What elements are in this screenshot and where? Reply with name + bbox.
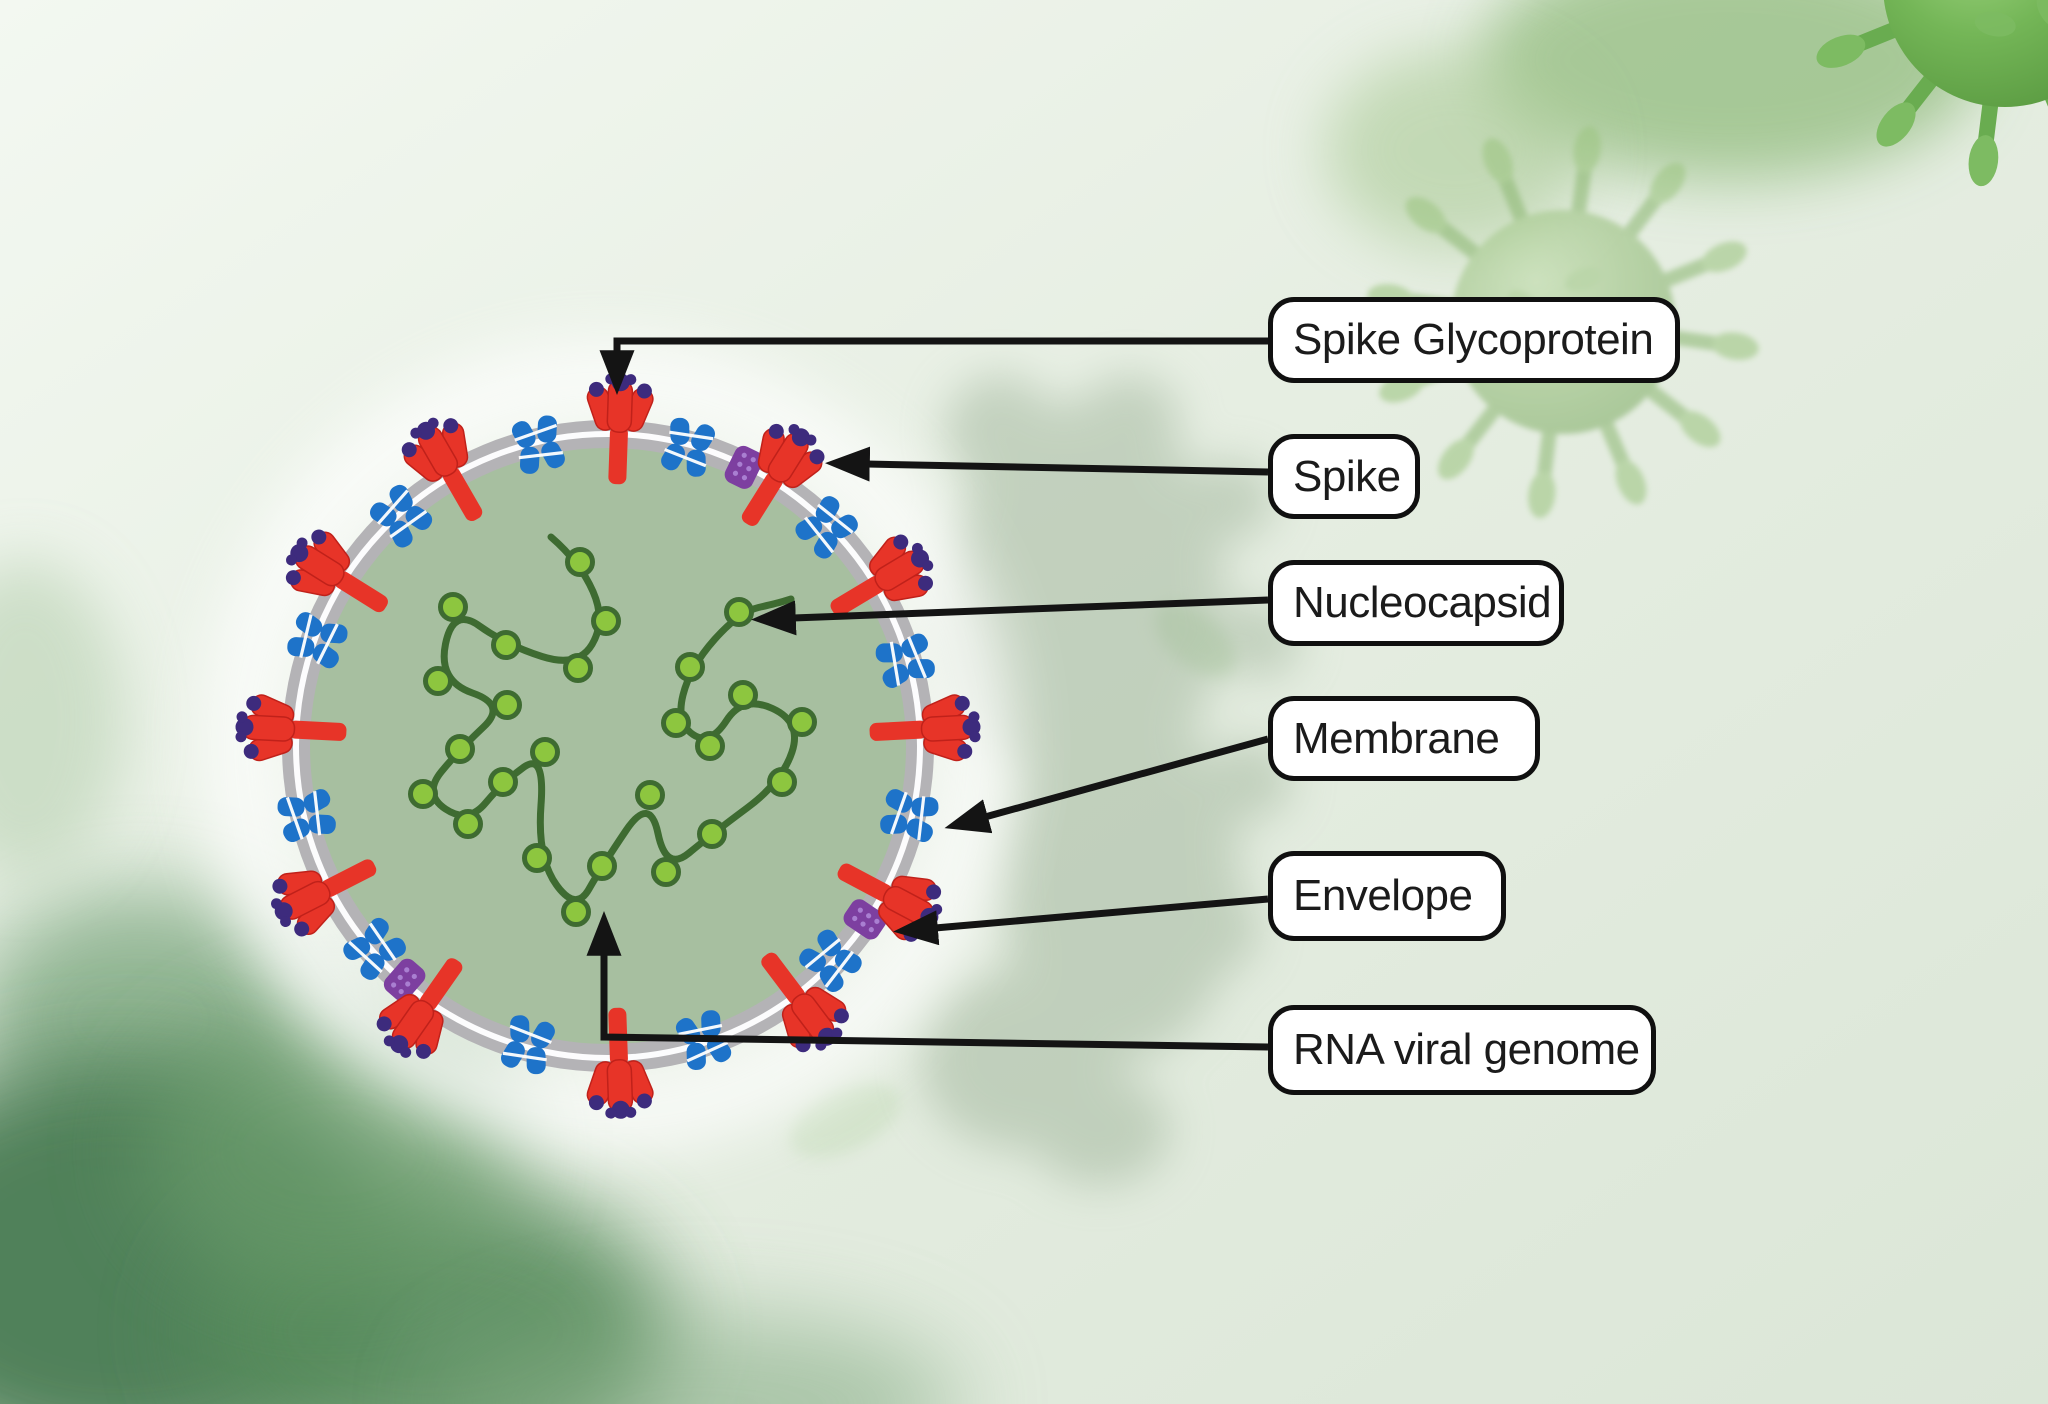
annotation-arrow-rna-viral-genome	[586, 911, 1269, 1051]
blurred-blob	[0, 560, 125, 880]
nucleocapsid-bead	[561, 897, 591, 927]
nucleocapsid-bead	[530, 737, 560, 767]
virus-spike-cap	[1615, 459, 1647, 505]
annotation-arrow-envelope	[893, 895, 1269, 946]
membrane-protein	[875, 633, 935, 688]
nucleocapsid-bead	[445, 734, 475, 764]
virus-spike-cap	[1564, 267, 1602, 292]
label-text: Spike	[1293, 451, 1401, 501]
nucleocapsid-bead	[438, 592, 468, 622]
nucleocapsid-bead	[522, 843, 552, 873]
nucleocapsid-bead	[565, 547, 595, 577]
virus-spike-cap	[1968, 135, 1999, 187]
spike-glycoprotein-shape	[586, 1007, 654, 1119]
spike-glycoprotein-shape	[830, 534, 934, 617]
background-virus	[1816, 0, 2048, 187]
nucleocapsid-bead	[695, 731, 725, 761]
ghost-virus-blob	[1080, 375, 1180, 465]
virus-spike-cap	[1649, 162, 1686, 204]
virus-spike-cap	[1528, 471, 1556, 519]
label-spike: Spike	[1268, 434, 1420, 519]
blurred-blob	[440, 1314, 960, 1404]
spike-glycoprotein-shape	[869, 694, 981, 762]
nucleocapsid-bead	[591, 606, 621, 636]
membrane-protein	[287, 612, 348, 669]
virus-spike-cap	[1405, 196, 1447, 233]
nucleocapsid-bead	[587, 851, 617, 881]
nucleocapsid-bead	[423, 666, 453, 696]
membrane-protein	[880, 789, 939, 843]
annotation-arrow-nucleocapsid	[751, 596, 1269, 636]
nucleocapsid-bead	[563, 653, 593, 683]
ghost-virus-silhouette	[920, 375, 1300, 1185]
label-text: RNA viral genome	[1293, 1025, 1640, 1074]
membrane-protein	[343, 917, 406, 980]
label-text: Envelope	[1293, 871, 1473, 920]
nucleocapsid-bead	[767, 767, 797, 797]
nucleocapsid-bead	[491, 630, 521, 660]
annotation-arrow-spike	[825, 446, 1269, 482]
ghost-virus-blob	[1030, 1075, 1170, 1185]
virus-spike-cap	[1482, 138, 1514, 184]
label-nucleocapsid: Nucleocapsid	[1268, 560, 1564, 646]
virus-spike-cap	[1816, 34, 1866, 68]
nucleocapsid-bead	[724, 597, 754, 627]
label-spike-glycoprotein: Spike Glycoprotein	[1268, 297, 1680, 383]
virus-spike-cap	[1573, 126, 1601, 174]
nucleocapsid-bead	[675, 652, 705, 682]
virus-spike-cap	[1711, 332, 1759, 360]
envelope-protein	[724, 445, 764, 489]
membrane-protein	[370, 484, 433, 548]
label-membrane: Membrane	[1268, 696, 1540, 781]
ghost-virus-blob	[945, 375, 1055, 485]
label-text: Nucleocapsid	[1293, 578, 1552, 627]
spike-glycoprotein-shape	[401, 417, 483, 522]
nucleocapsid-bead	[661, 708, 691, 738]
spike-glycoprotein-shape	[586, 373, 654, 485]
spike-glycoprotein-shape	[235, 694, 347, 762]
blurred-blob	[789, 1082, 901, 1158]
label-text: Membrane	[1293, 713, 1500, 763]
membrane-protein	[501, 1015, 555, 1075]
nucleocapsid-bead	[492, 690, 522, 720]
membrane-protein	[799, 929, 862, 992]
annotation-arrow-spike-glycoprotein	[599, 337, 1268, 395]
spike-glycoprotein-shape	[270, 859, 377, 937]
nucleocapsid-bead	[697, 819, 727, 849]
membrane-inner-line	[293, 431, 923, 1061]
nucleocapsid-bead	[728, 680, 758, 710]
nucleocapsid-bead	[651, 857, 681, 887]
label-rna-viral-genome: RNA viral genome	[1268, 1005, 1656, 1095]
spike-glycoprotein-shape	[741, 423, 825, 526]
nucleocapsid-bead	[635, 780, 665, 810]
nucleocapsid-bead	[787, 707, 817, 737]
spike-glycoprotein-shape	[376, 958, 463, 1059]
nucleocapsid-bead	[453, 809, 483, 839]
virus-spike-cap	[1876, 102, 1916, 147]
label-envelope: Envelope	[1268, 851, 1506, 941]
membrane-protein	[675, 1010, 732, 1070]
ghost-virus-blob	[945, 400, 1225, 800]
label-text: Spike Glycoprotein	[1293, 315, 1654, 364]
virus-spike-cap	[1974, 11, 2016, 37]
spike-glycoprotein-shape	[285, 529, 388, 613]
nucleocapsid-bead	[408, 779, 438, 809]
ghost-virus-blob	[1000, 700, 1240, 1060]
virus-spike-cap	[1679, 411, 1721, 448]
membrane-protein	[511, 415, 565, 474]
virus-spike-cap	[1437, 438, 1474, 480]
ghost-virus-blob	[1185, 460, 1275, 540]
membrane-protein	[661, 417, 715, 477]
virus-spike-cap	[1701, 241, 1747, 273]
nucleocapsid-bead	[488, 767, 518, 797]
annotation-arrow-membrane	[944, 735, 1269, 834]
virion	[235, 373, 981, 1119]
membrane-protein	[277, 789, 336, 843]
membrane-protein	[795, 496, 858, 559]
envelope-protein	[843, 899, 887, 940]
envelope-protein	[383, 958, 426, 1002]
annotation-arrows	[586, 337, 1269, 1051]
virus-spike-cap	[2036, 0, 2048, 29]
